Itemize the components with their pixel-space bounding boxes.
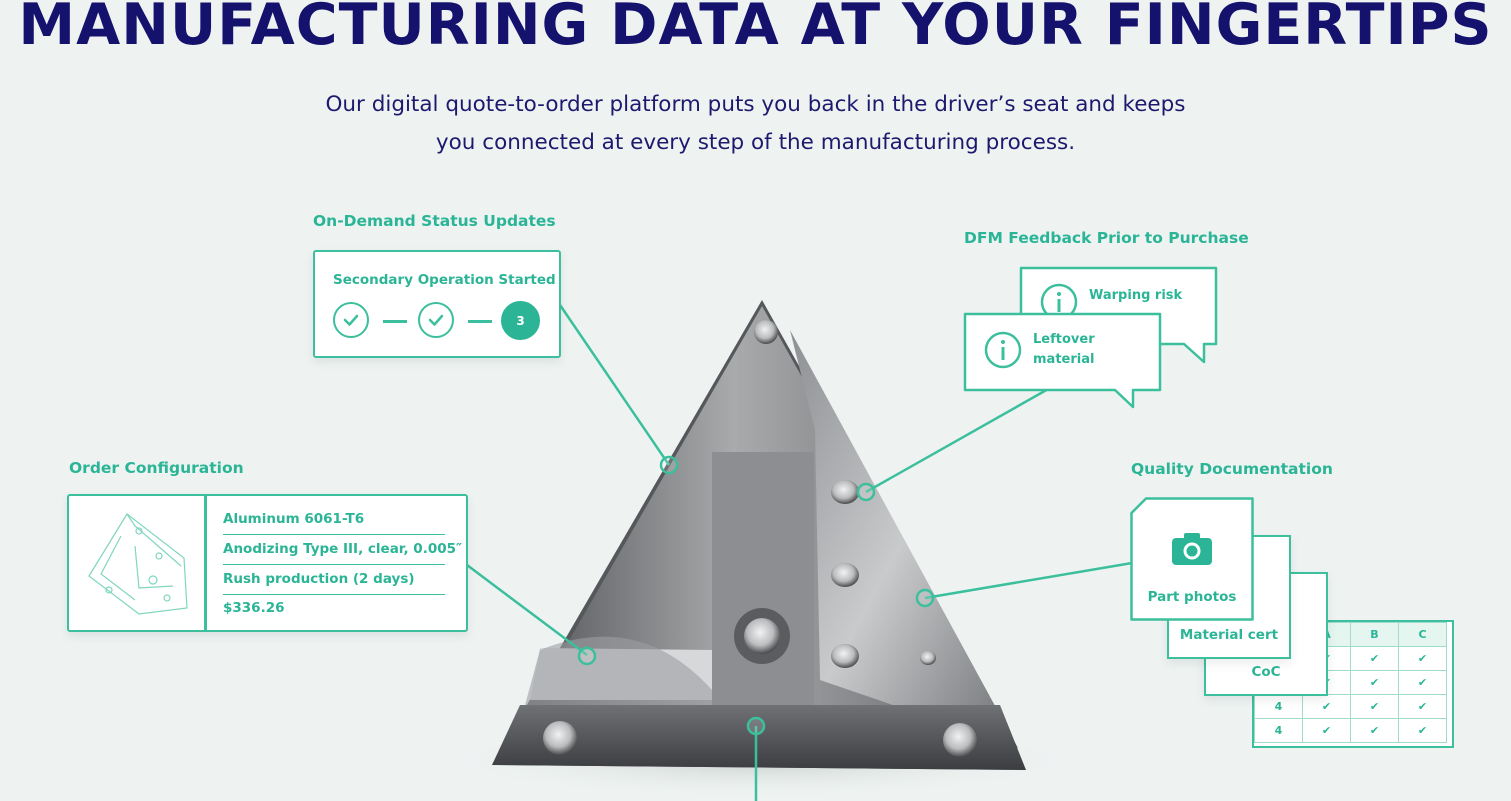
step-3-current: 3 <box>501 301 540 340</box>
table-header-b: B <box>1350 622 1399 647</box>
check-icon <box>343 314 359 326</box>
row-label: 4 <box>1254 694 1303 719</box>
check-icon: ✔ <box>1302 718 1351 743</box>
spec-lead-time: Rush production (2 days) <box>223 564 445 595</box>
dfm-bubble-leftover: Leftover material <box>963 312 1163 410</box>
status-updates-card: Secondary Operation Started 3 <box>313 250 561 358</box>
leftover-material-text: Leftover material <box>1033 330 1095 370</box>
page-headline: MANUFACTURING DATA AT YOUR FINGERTIPS <box>18 0 1493 58</box>
camera-icon <box>1172 533 1212 565</box>
hotspot-status[interactable] <box>659 455 679 475</box>
spec-finish: Anodizing Type III, clear, 0.005″ <box>223 534 462 565</box>
check-icon <box>428 314 444 326</box>
hotspot-order[interactable] <box>577 646 597 666</box>
check-icon: ✔ <box>1350 670 1399 695</box>
quality-documentation-label: Quality Documentation <box>1131 460 1333 478</box>
dfm-feedback-label: DFM Feedback Prior to Purchase <box>964 229 1249 247</box>
row-label: 4 <box>1254 718 1303 743</box>
hotspot-bottom[interactable] <box>746 716 766 736</box>
hotspot-quality[interactable] <box>915 588 935 608</box>
check-icon: ✔ <box>1398 718 1447 743</box>
check-icon: ✔ <box>1398 694 1447 719</box>
check-icon: ✔ <box>1350 694 1399 719</box>
check-icon: ✔ <box>1398 646 1447 671</box>
subtitle-line-2: you connected at every step of the manuf… <box>435 130 1076 155</box>
order-configuration-card: Aluminum 6061-T6 Anodizing Type III, cle… <box>67 494 468 632</box>
hotspot-dfm[interactable] <box>856 482 876 502</box>
check-icon: ✔ <box>1398 670 1447 695</box>
leftover-line-1: Leftover <box>1033 332 1095 347</box>
spec-price: $336.26 <box>223 600 285 616</box>
material-cert-label: Material cert <box>1179 627 1279 643</box>
table-row: 4 ✔✔✔ <box>1254 694 1447 719</box>
table-row: 4 ✔✔✔ <box>1254 718 1447 743</box>
warping-risk-text: Warping risk <box>1089 288 1183 303</box>
subtitle-line-1: Our digital quote-to-order platform puts… <box>325 92 1186 117</box>
step-connector <box>468 320 492 323</box>
table-header-c: C <box>1398 622 1447 647</box>
leftover-line-2: material <box>1033 352 1095 367</box>
status-card-title: Secondary Operation Started <box>333 272 556 288</box>
info-icon <box>984 331 1022 369</box>
status-updates-label: On-Demand Status Updates <box>313 212 556 230</box>
step-connector <box>383 320 407 323</box>
order-configuration-label: Order Configuration <box>69 459 244 477</box>
check-icon: ✔ <box>1302 694 1351 719</box>
order-card-divider <box>204 496 207 630</box>
step-1-complete <box>333 302 369 338</box>
step-3-number: 3 <box>516 313 525 328</box>
part-photos-document[interactable]: Part photos <box>1130 497 1254 621</box>
page-subtitle: Our digital quote-to-order platform puts… <box>0 86 1511 162</box>
check-icon: ✔ <box>1350 646 1399 671</box>
spec-material: Aluminum 6061-T6 <box>223 504 445 535</box>
part-photos-label: Part photos <box>1147 589 1237 605</box>
check-icon: ✔ <box>1350 718 1399 743</box>
part-sketch-image <box>88 513 188 615</box>
coc-label: CoC <box>1251 664 1281 680</box>
step-2-complete <box>418 302 454 338</box>
quality-table-card: A B C ✔✔✔ ✔✔✔ 4 ✔✔✔ 4 ✔✔✔ <box>1252 620 1454 748</box>
